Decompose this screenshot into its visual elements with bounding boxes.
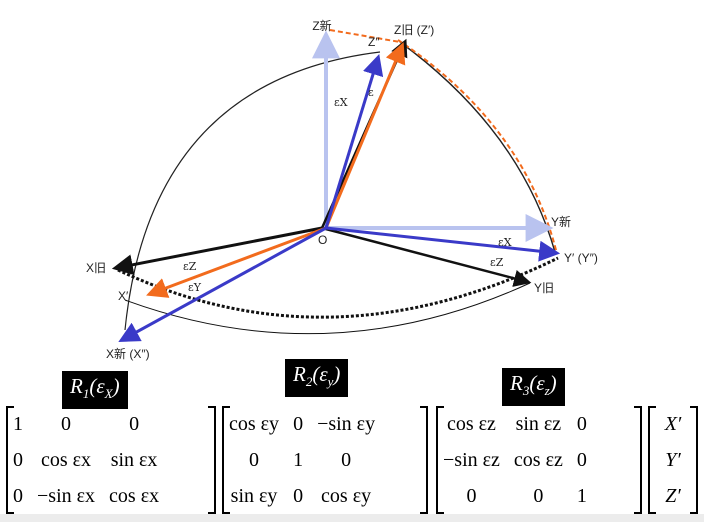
arc-x-to-z (124, 51, 381, 331)
m1-cell: sin εx (110, 448, 158, 471)
arc-top-dashed (329, 29, 401, 43)
label-eps-z-left: εZ (183, 260, 197, 273)
arc-z-to-y-dashed (397, 39, 558, 255)
axis-x-new (118, 226, 327, 343)
label-x-prime: X′ (118, 289, 129, 303)
m1-cell: 0 (13, 448, 23, 471)
m1-cell: 0 (13, 484, 23, 507)
m1-cell: cos εx (109, 484, 160, 507)
label-eps-small-top: ε (368, 86, 374, 99)
vector-prime: X′ Y′ Z′ (648, 406, 698, 514)
vec-cell: X′ (664, 412, 682, 435)
m2-cell: −sin εy (317, 412, 376, 435)
vec-cell: Z′ (665, 484, 681, 507)
m1-cell: 0 (129, 412, 140, 435)
m2-cell: 0 (249, 448, 260, 471)
badge-r3: R3(εz) (502, 368, 565, 407)
m2-cell: 0 (293, 412, 304, 435)
label-y-new: Y新 (551, 214, 571, 229)
label-z-dprime: Z″ (368, 35, 380, 49)
label-eps-y-left: εY (188, 281, 202, 294)
m3-cell: cos εz (513, 448, 563, 471)
label-eps-z-right: εZ (490, 256, 504, 269)
m3-cell: 0 (576, 412, 587, 435)
axis-x-prime (146, 226, 327, 298)
arc-bottom-dotted (117, 256, 559, 319)
label-eps-x-right: εX (498, 236, 512, 249)
label-y-old: Y旧 (534, 281, 554, 295)
matrix-r1: 1 0 0 0 cos εx sin εx 0 −sin εx cos εx (6, 406, 216, 514)
badge-r1: R1(εX) (62, 371, 128, 410)
m3-cell: 0 (576, 448, 587, 471)
m3-cell: cos εz (446, 412, 496, 435)
m1-cell: 0 (61, 412, 72, 435)
m1-cell: cos εx (40, 448, 92, 471)
m3-cell: −sin εz (443, 448, 500, 471)
m2-cell: cos εy (229, 412, 280, 435)
axis-y-old (321, 226, 532, 287)
label-z-old: Z旧 (Z′) (394, 23, 434, 37)
m2-cell: 1 (293, 448, 304, 471)
bottom-bar (0, 514, 704, 522)
axis-z-dprime (324, 53, 384, 229)
axis-x-old (111, 226, 323, 276)
m2-cell: 0 (293, 484, 304, 507)
m2-cell: sin εy (230, 484, 278, 507)
label-origin: O (318, 233, 327, 247)
m1-cell: −sin εx (37, 484, 96, 507)
label-x-new: X新 (X″) (106, 346, 150, 361)
m3-cell: 0 (533, 484, 544, 507)
m3-cell: sin εz (515, 412, 562, 435)
label-y-prime: Y′ (Y″) (564, 251, 598, 265)
badge-r2: R2(εy) (285, 359, 349, 398)
label-eps-x-top: εX (334, 96, 348, 109)
m1-cell: 1 (13, 412, 23, 435)
m2-cell: cos εy (321, 484, 372, 507)
matrix-r3: cos εz sin εz 0 −sin εz cos εz 0 0 0 1 (436, 406, 642, 514)
m3-cell: 0 (466, 484, 477, 507)
m2-cell: 0 (341, 448, 352, 471)
axis-y-dprime (325, 226, 561, 262)
label-z-new: Z新 (312, 18, 331, 33)
arc-bottom-thin (124, 282, 531, 335)
matrix-r2: cos εy 0 −sin εy 0 1 0 sin εy 0 cos εy (222, 406, 428, 514)
arc-z-to-y (399, 41, 556, 253)
rotation-diagram: Z新 Z″ Z旧 (Z′) εX ε O Y新 εX Y′ (Y″) εZ Y旧… (86, 18, 598, 361)
label-x-old: X旧 (86, 261, 106, 275)
m3-cell: 1 (576, 484, 587, 507)
vec-cell: Y′ (665, 448, 681, 471)
axis-z-prime (324, 42, 406, 229)
